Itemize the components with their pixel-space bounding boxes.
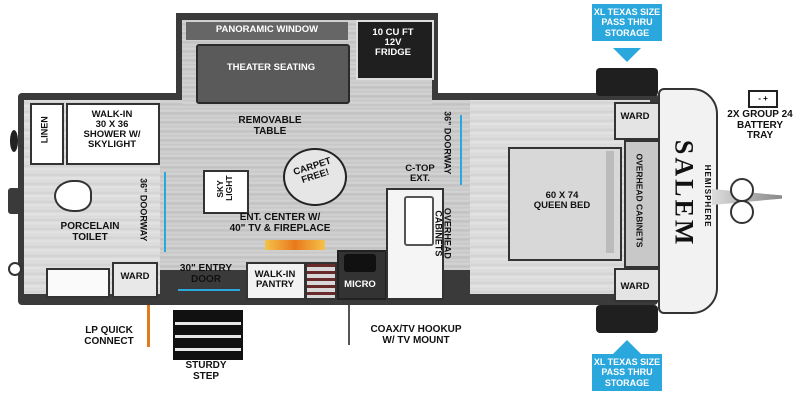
porcelain-toilet-label: PORCELAIN TOILET bbox=[60, 221, 120, 243]
panoramic-window bbox=[186, 22, 348, 40]
bed-pillows bbox=[606, 151, 614, 253]
rear-light-top bbox=[10, 130, 18, 152]
ctop-ext-label: C-TOP EXT. bbox=[405, 163, 435, 184]
storage-bottom-arrow bbox=[613, 340, 641, 354]
bath-sink bbox=[46, 268, 110, 298]
doorway-rear-label: 36" DOORWAY bbox=[138, 178, 149, 242]
walkin-pantry-label: WALK-IN PANTRY bbox=[254, 269, 296, 290]
fireplace bbox=[265, 240, 325, 250]
brand-logo: SALEM bbox=[669, 139, 699, 248]
queen-bed bbox=[508, 147, 622, 261]
shower-label: WALK-IN 30 X 36 SHOWER W/ SKYLIGHT bbox=[83, 109, 141, 150]
ent-center-label: ENT. CENTER W/ 40" TV & FIREPLACE bbox=[229, 212, 331, 234]
storage-box-bottom bbox=[596, 305, 658, 333]
doorway-rear-line bbox=[164, 172, 166, 252]
bath-ward bbox=[112, 262, 158, 298]
rear-light-bottom bbox=[8, 262, 22, 276]
storage-bottom-callout: XL TEXAS SIZE PASS THRU STORAGE bbox=[592, 354, 662, 392]
theater-seating-label: THEATER SEATING bbox=[226, 62, 316, 73]
front-cap bbox=[658, 88, 718, 314]
panoramic-window-label: PANORAMIC WINDOW bbox=[215, 24, 319, 35]
lp-quick-connect-label: LP QUICK CONNECT bbox=[84, 325, 134, 347]
overhead-cabinets-kitchen-label: OVERHEAD CABINETS bbox=[433, 207, 453, 259]
battery-label: 2X GROUP 24 BATTERY TRAY bbox=[727, 109, 793, 141]
entry-door-label: 30" ENTRY DOOR bbox=[179, 263, 233, 285]
battery-icon: - + bbox=[748, 90, 778, 108]
toilet bbox=[54, 180, 92, 212]
propane-tank-2 bbox=[730, 200, 754, 224]
fridge bbox=[356, 20, 434, 80]
linen-label: LINEN bbox=[39, 116, 50, 144]
ward-bottom-label: WARD bbox=[620, 281, 650, 292]
doorway-front-line bbox=[460, 115, 462, 185]
fridge-label: 10 CU FT 12V FRIDGE bbox=[372, 27, 414, 58]
linen-closet bbox=[30, 103, 64, 165]
coax-hookup-label: COAX/TV HOOKUP W/ TV MOUNT bbox=[370, 324, 462, 346]
doorway-front-label: 36" DOORWAY bbox=[442, 111, 453, 175]
skylight bbox=[203, 170, 249, 214]
sturdy-step bbox=[173, 310, 243, 360]
queen-bed-label: 60 X 74 QUEEN BED bbox=[533, 190, 591, 211]
propane-tank-1 bbox=[730, 178, 754, 202]
storage-box-top bbox=[596, 68, 658, 96]
entry-door-line bbox=[178, 289, 240, 291]
stove-top bbox=[344, 254, 376, 272]
coax-hookup-line bbox=[348, 305, 350, 345]
skylight-label: SKY LIGHT bbox=[215, 175, 234, 201]
micro-label: MICRO bbox=[344, 279, 376, 290]
overhead-cabinets-bed-label: OVERHEAD CABINETS bbox=[634, 153, 645, 248]
lp-quick-connect-line bbox=[147, 305, 150, 347]
walkin-pantry bbox=[246, 262, 306, 300]
ward-bottom bbox=[614, 268, 660, 302]
pantry-shelves bbox=[305, 262, 337, 300]
storage-top-arrow bbox=[613, 48, 641, 62]
rear-bumper bbox=[8, 188, 20, 214]
theater-seating bbox=[196, 44, 350, 104]
carpet-free-badge bbox=[283, 148, 347, 206]
sturdy-step-label: STURDY STEP bbox=[185, 360, 227, 382]
shower bbox=[66, 103, 160, 165]
kitchen-sink bbox=[404, 196, 434, 246]
bath-ward-label: WARD bbox=[120, 271, 150, 282]
removable-table-label: REMOVABLE TABLE bbox=[238, 115, 302, 137]
brand-sub: HEMISPHERE bbox=[703, 164, 713, 228]
storage-top-callout: XL TEXAS SIZE PASS THRU STORAGE bbox=[592, 4, 662, 42]
ward-top-label: WARD bbox=[620, 111, 650, 122]
